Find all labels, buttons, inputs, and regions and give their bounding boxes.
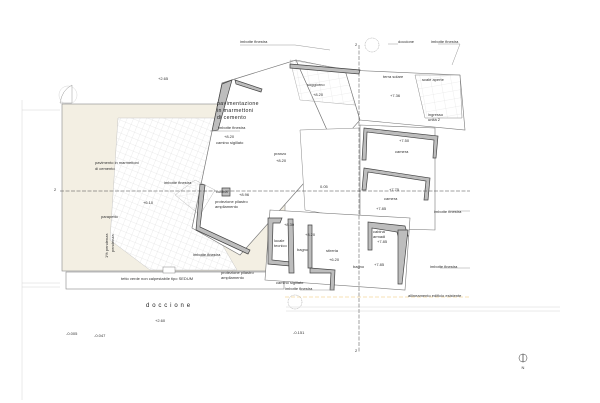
level: +7.85 [376, 206, 387, 211]
label: doccione [398, 39, 415, 44]
label: camino sigillato [216, 140, 244, 145]
level: +7.85 [374, 262, 385, 267]
room-label: cucina [216, 189, 228, 194]
level: +7.36 [390, 93, 401, 98]
room-label: locale [274, 238, 285, 243]
level: +6.20 [329, 257, 340, 262]
label: tetto verde non calpestabile tipo SEDUM [121, 276, 193, 281]
tree-icon [364, 37, 380, 53]
label: protezione pilastro [221, 270, 254, 275]
level: +2.60 [155, 318, 166, 323]
label: di cemento [95, 166, 115, 171]
room-label: camera [384, 196, 398, 201]
label: imbotte finestra [434, 209, 462, 214]
label: imbotte finestra [285, 286, 313, 291]
room-label: soggiorno [307, 82, 325, 87]
level: +8.20 [305, 232, 316, 237]
label: imbotte finestra [430, 264, 458, 269]
room-label: bagno [353, 264, 365, 269]
level: +8.20 [313, 92, 324, 97]
label: pavimento in marmettoni [95, 160, 139, 165]
room-label: bagno [297, 247, 309, 252]
label: 1% pendenza [104, 233, 109, 258]
room-label: stireria [326, 248, 339, 253]
label: imbotte finestra [193, 252, 221, 257]
label: unità 2 [428, 117, 441, 122]
level: +6.10 [143, 200, 154, 205]
tree-icon [287, 294, 303, 310]
label: imbotte finestra [218, 125, 246, 130]
label: imbotte finestra [431, 39, 459, 44]
north-label: N [522, 365, 525, 370]
room-label: cabina [373, 229, 386, 234]
room-label: terra solare [383, 74, 404, 79]
label: allineamento edificio esistente [408, 293, 462, 298]
level: -0.005 [66, 331, 78, 336]
label: d o c c i o n e [146, 303, 191, 309]
label: protezione pilastro [215, 199, 248, 204]
label: ampliamento [221, 275, 245, 280]
level: +2.65 [158, 76, 169, 81]
room-label: armadi [373, 234, 385, 239]
building [174, 59, 466, 291]
section-mark: 2 [54, 187, 57, 192]
label: di cemento [217, 115, 246, 121]
room-label: tecnico [274, 243, 287, 248]
label: scale aperte [422, 77, 445, 82]
level: +7.50 [399, 138, 410, 143]
level: 0.05 [320, 184, 329, 189]
level: +8.30 [284, 222, 295, 227]
level: +7.75 [389, 187, 400, 192]
level: -0.047 [94, 333, 106, 338]
label: ampliamento [215, 204, 239, 209]
level: +8.20 [224, 134, 235, 139]
labels: imbotte finestra doccione imbotte finest… [54, 39, 462, 353]
level: -0.151 [293, 330, 305, 335]
section-mark: 2 [355, 348, 358, 353]
room-label: camera [395, 149, 409, 154]
level: +8.96 [239, 192, 250, 197]
label: ingresso [428, 112, 444, 117]
section-mark: 2 [355, 42, 358, 47]
label: pavimentazione [217, 101, 259, 107]
label: parapetto [101, 214, 119, 219]
label: in marmettoni [217, 108, 254, 114]
label: imbotte finestra [164, 180, 192, 185]
north-arrow-icon: N [518, 353, 528, 370]
level: +8.20 [276, 158, 287, 163]
label: pendenza [110, 234, 115, 252]
level: +7.85 [377, 239, 388, 244]
label: camino sigillato [276, 280, 304, 285]
room-label: pranzo [274, 151, 287, 156]
label: imbotte finestra [240, 39, 268, 44]
